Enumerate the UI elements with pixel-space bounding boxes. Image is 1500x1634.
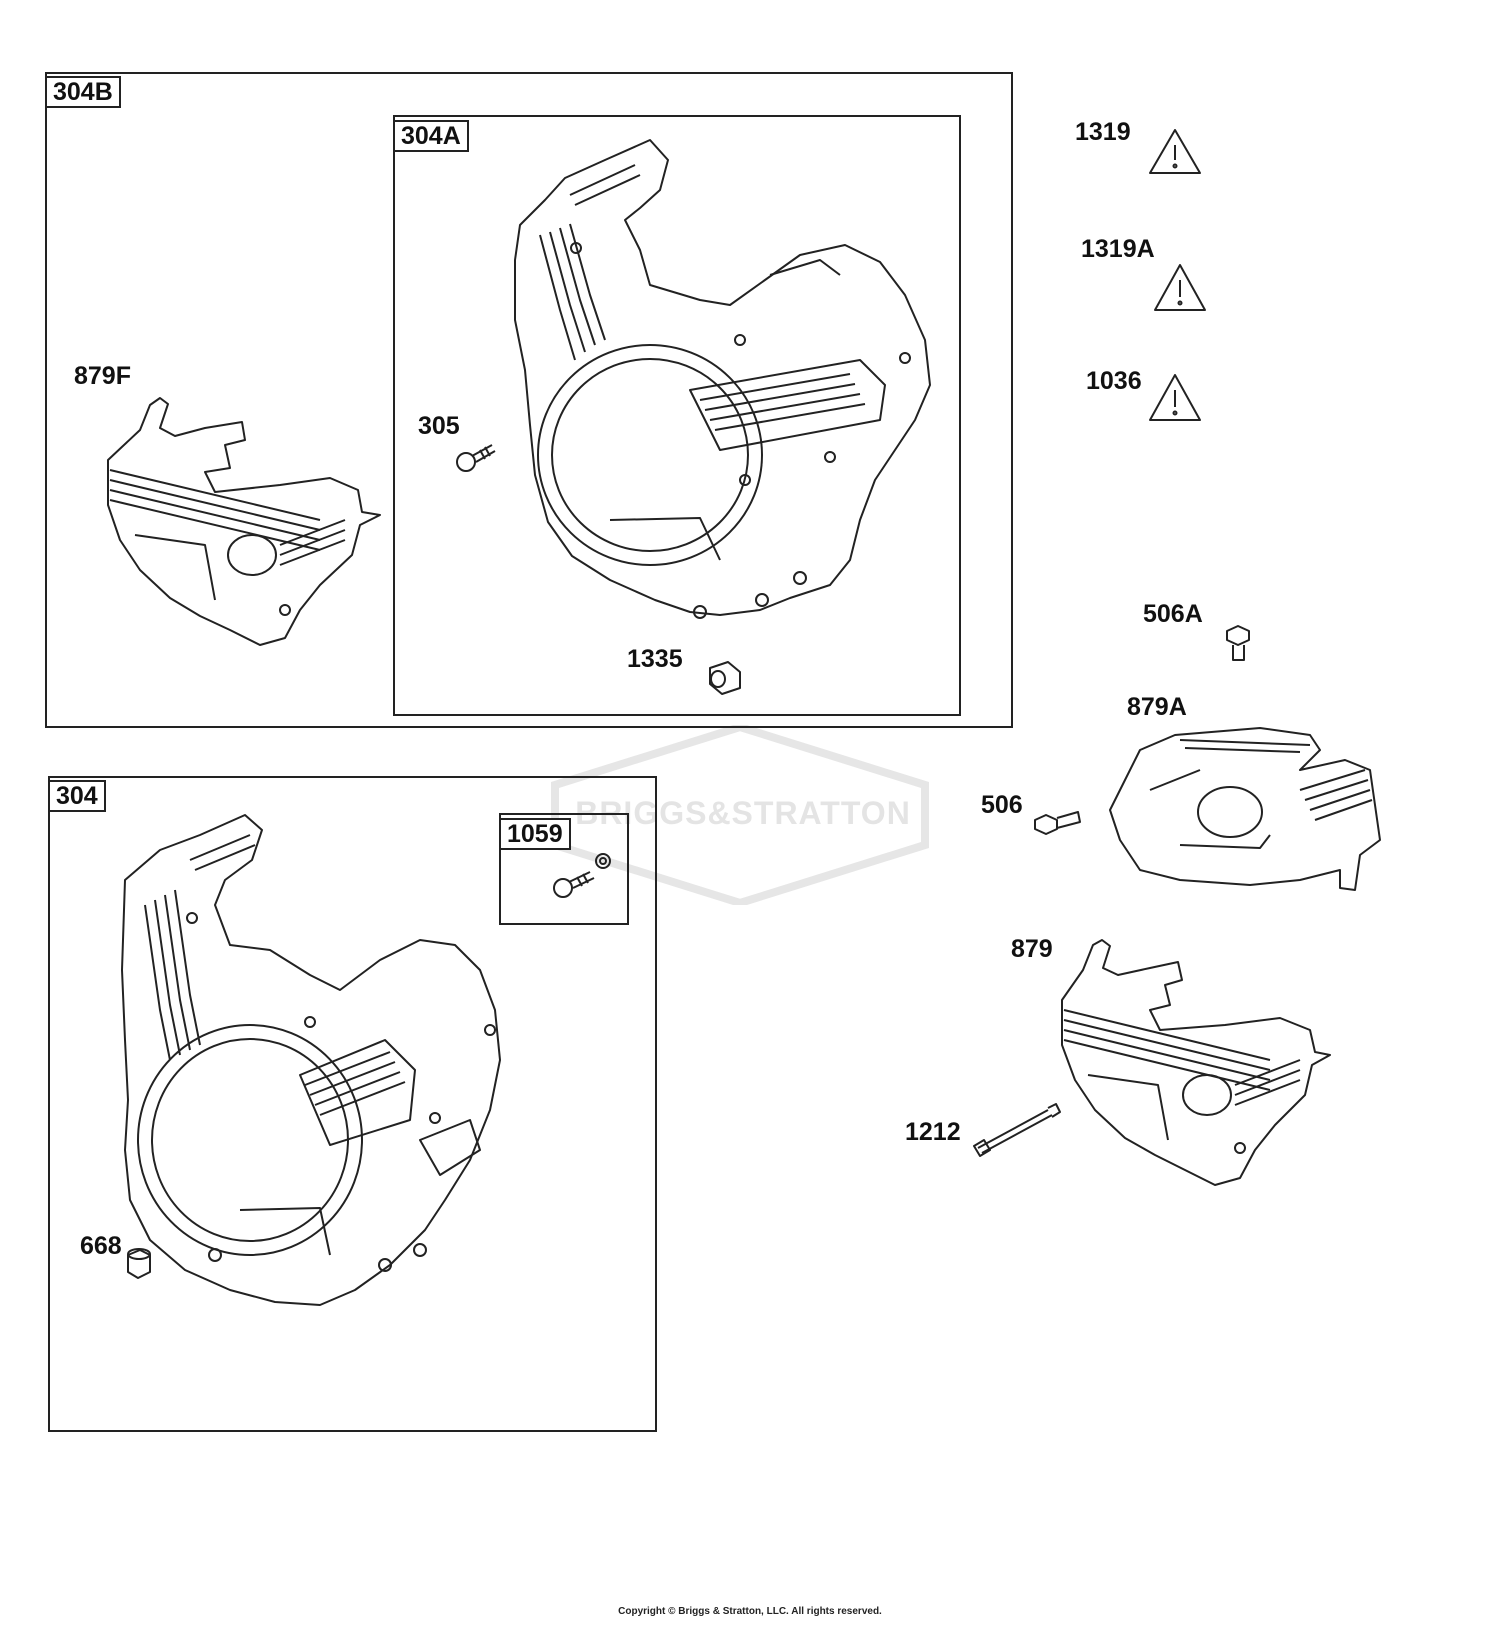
screw-305-drawing xyxy=(456,444,496,472)
bolt-506-drawing xyxy=(1034,811,1081,835)
part-label-1212: 1212 xyxy=(905,1118,961,1146)
box-tag-304b: 304B xyxy=(45,76,121,108)
warning-decal-1319a-drawing xyxy=(1154,264,1206,311)
blower-housing-304-drawing xyxy=(121,814,501,1306)
part-label-1335: 1335 xyxy=(627,645,683,673)
part-label-879: 879 xyxy=(1011,935,1053,963)
part-label-879a: 879A xyxy=(1127,693,1187,721)
part-label-879f: 879F xyxy=(74,362,131,390)
warning-decal-1036-drawing xyxy=(1149,374,1201,421)
part-label-1319: 1319 xyxy=(1075,118,1131,146)
screw-1059-drawing xyxy=(553,853,611,898)
warning-decal-1319-drawing xyxy=(1149,129,1201,174)
assembly-box-304 xyxy=(48,776,657,1432)
part-label-1036: 1036 xyxy=(1086,367,1142,395)
bushing-668-drawing xyxy=(127,1248,151,1279)
nut-1335-drawing xyxy=(709,661,741,695)
part-label-305: 305 xyxy=(418,412,460,440)
shroud-879-drawing xyxy=(1061,939,1331,1186)
part-label-506a: 506A xyxy=(1143,600,1203,628)
assembly-box-304a xyxy=(393,115,961,716)
part-label-668: 668 xyxy=(80,1232,122,1260)
part-label-1319a: 1319A xyxy=(1081,235,1155,263)
bolt-506a-drawing xyxy=(1226,625,1250,661)
watermark-text: BRIGGS&STRATTON xyxy=(575,795,911,831)
stud-1212-drawing xyxy=(973,1103,1061,1157)
blower-housing-304a-drawing xyxy=(514,139,931,619)
part-label-506: 506 xyxy=(981,791,1023,819)
brand-watermark-logo xyxy=(551,725,929,905)
cover-879a-drawing xyxy=(1109,727,1381,891)
assembly-box-304b xyxy=(45,72,1013,728)
box-tag-1059: 1059 xyxy=(499,818,571,850)
box-tag-304a: 304A xyxy=(393,120,469,152)
shroud-879f-drawing xyxy=(107,397,381,646)
kit-box-1059 xyxy=(499,813,629,925)
copyright-notice: Copyright © Briggs & Stratton, LLC. All … xyxy=(618,1606,882,1617)
box-tag-304: 304 xyxy=(48,780,106,812)
